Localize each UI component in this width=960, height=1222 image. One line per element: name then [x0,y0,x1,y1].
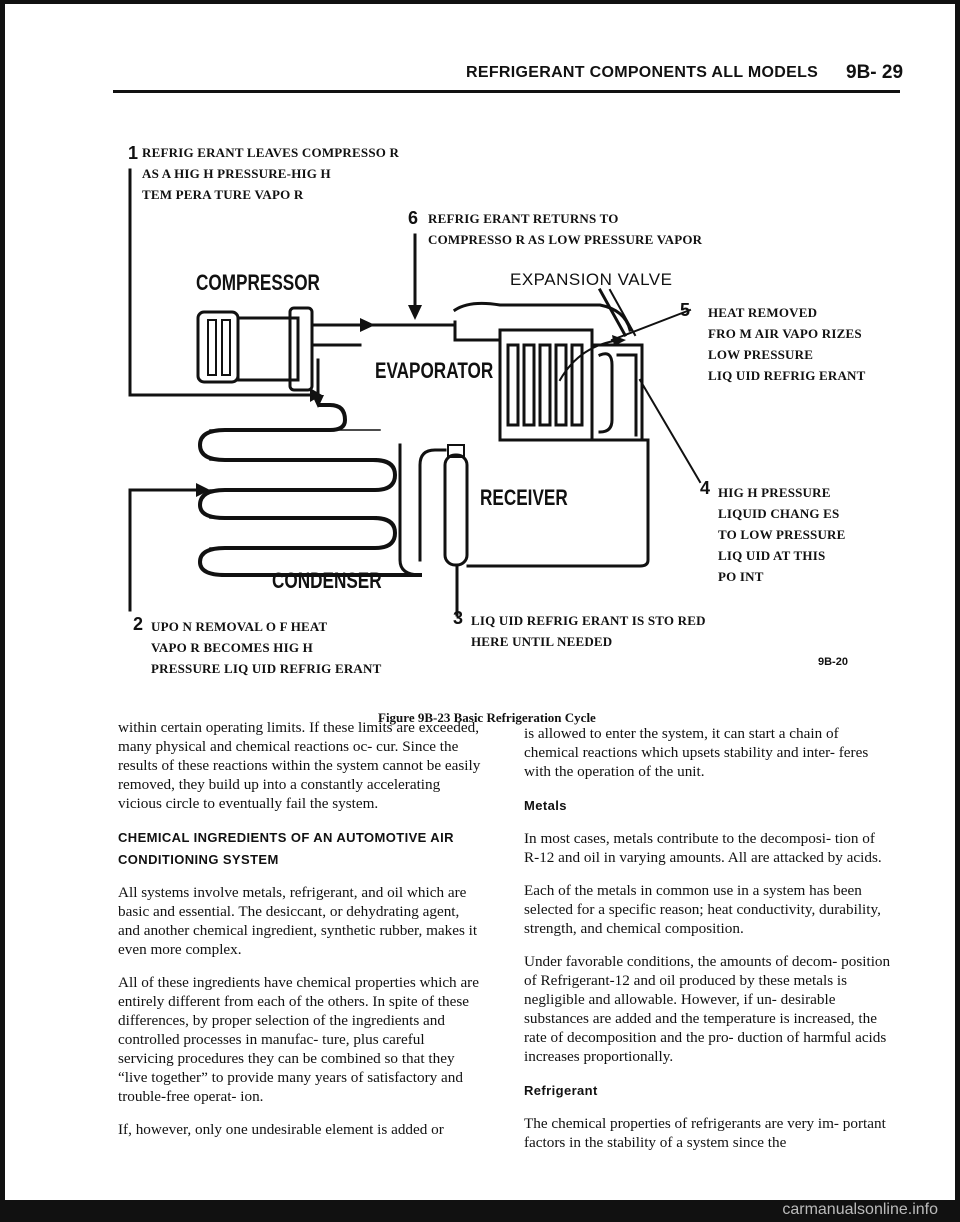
page-frame-left [0,0,5,1222]
compressor-clutch [196,310,240,384]
paragraph: The chemical properties of refrigerants … [524,1115,886,1151]
callout-text-5: HEAT REMOVED FRO M AIR VAPO RIZES LOW PR… [708,305,866,383]
compressor-body [236,316,300,382]
figure-code: 9B-20 [818,656,848,668]
header-rule [113,90,900,93]
paragraph: All of these ingredients have chemical p… [118,974,479,1105]
callout-number-5: 5 [680,300,691,320]
paragraph: within certain operating limits. If thes… [118,719,481,812]
arrow-6 [408,305,422,320]
section-heading-chemical-ingredients: CHEMICAL INGREDIENTS OF AN AUTOMOTIVE AI… [118,830,454,867]
evaporator-label: EVAPORATOR [375,358,494,383]
paragraph: Under favorable conditions, the amounts … [524,953,891,1065]
callout-number-3: 3 [453,608,464,628]
callout-text-2: UPO N REMOVAL O F HEAT VAPO R BECOMES HI… [151,619,382,676]
callout-number-1: 1 [128,143,139,163]
right-text-column: is allowed to enter the system, it can s… [524,724,892,1166]
callout-text-1: REFRIG ERANT LEAVES COMPRESSO R AS A HIG… [142,145,400,202]
page-frame-bottom [0,1200,960,1222]
page-frame-top [0,0,960,4]
callout-text-3: LIQ UID REFRIG ERANT IS STO RED HERE UNT… [471,613,706,649]
expansion-valve-label: EXPANSION VALVE [510,270,673,289]
page-frame-right [955,0,960,1222]
receiver-tank [443,453,469,567]
callout-number-4: 4 [700,478,711,498]
receiver-label: RECEIVER [480,485,568,510]
paragraph: Each of the metals in common use in a sy… [524,882,881,937]
callout-number-6: 6 [408,208,419,228]
expansion-valve-pointer [597,287,628,338]
compressor-label: COMPRESSOR [196,270,320,295]
figure-caption: Figure 9B-23 Basic Refrigeration Cycle [378,710,596,725]
left-text-column: within certain operating limits. If thes… [118,718,482,1153]
page-number: 9B- 29 [846,62,904,83]
callout-text-6: REFRIG ERANT RETURNS TO COMPRESSO R AS L… [428,211,703,247]
paragraph: All systems involve metals, refrigerant,… [118,884,478,958]
paragraph: In most cases, metals contribute to the … [524,830,882,866]
callout-number-2: 2 [133,614,144,634]
paragraph: is allowed to enter the system, it can s… [524,725,869,780]
section-heading-metals: Metals [524,798,567,813]
condenser-label: CONDENSER [272,568,382,593]
paragraph: If, however, only one undesirable elemen… [118,1121,444,1138]
watermark: carmanualsonline.info [782,1201,938,1218]
refrigeration-cycle-diagram [128,168,702,617]
callout-text-4: HIG H PRESSURE LIQUID CHANG ES TO LOW PR… [718,485,846,584]
page-header-title: REFRIGERANT COMPONENTS ALL MODELS [466,64,819,81]
section-heading-refrigerant: Refrigerant [524,1083,598,1098]
